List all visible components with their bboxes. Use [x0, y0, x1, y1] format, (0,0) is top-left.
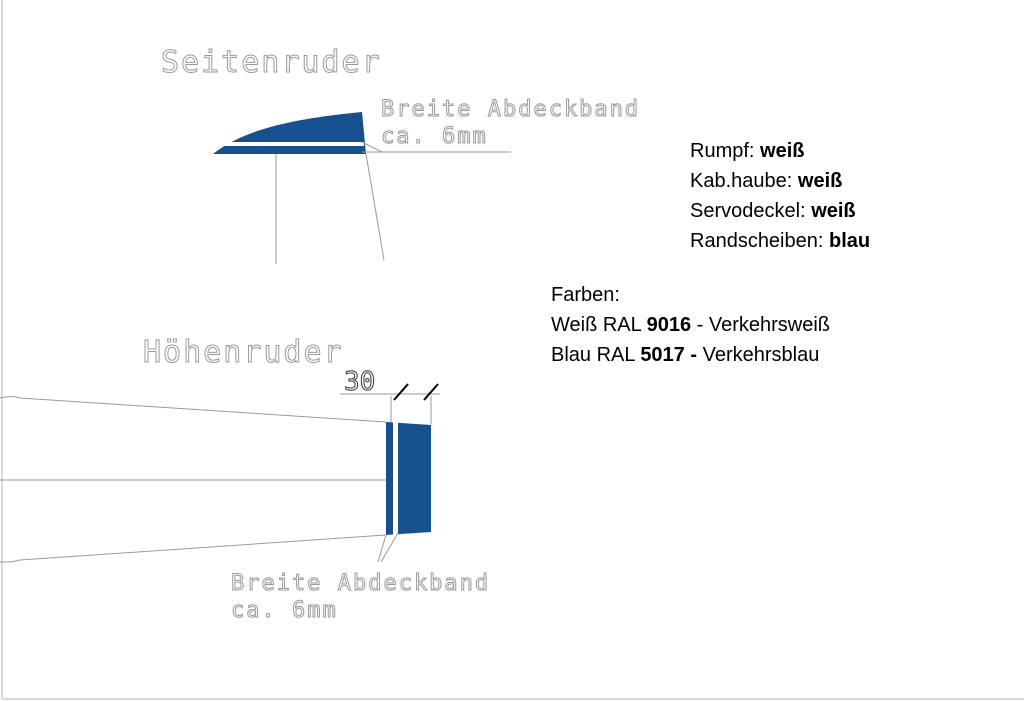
elevator-title: Höhenruder: [143, 335, 344, 370]
part-canopy: Kab.haube: weiß: [690, 166, 870, 196]
part-value: blau: [829, 230, 871, 252]
elevator-dimension-value: 30: [344, 367, 375, 397]
elevator-leader-line-b: [380, 532, 399, 563]
elevator-note-line1: Breite Abdeckband: [231, 571, 490, 596]
part-value: weiß: [811, 200, 856, 222]
elevator-leading-edge: [0, 396, 387, 423]
part-label: Randscheiben:: [690, 230, 824, 252]
elevator-note-line2: ca. 6mm: [231, 598, 338, 623]
color-blue-ral: Blau RAL 5017 - Verkehrsblau: [551, 340, 830, 370]
part-endplates: Randscheiben: blau: [690, 226, 870, 256]
rudder-leader-line: [361, 141, 383, 153]
color-white-code: 9016: [646, 314, 692, 336]
part-label: Rumpf:: [690, 140, 755, 162]
part-label: Kab.haube:: [690, 170, 793, 192]
elevator-trailing-edge: [0, 534, 387, 563]
parts-color-list: Rumpf: weiß Kab.haube: weiß Servodeckel:…: [690, 136, 870, 256]
rudder-note-line2: ca. 6mm: [381, 124, 488, 149]
color-blue-code: 5017: [640, 344, 685, 366]
part-servo-cover: Servodeckel: weiß: [690, 196, 870, 226]
rudder-trailing-edge: [365, 153, 385, 261]
rudder-note-line1: Breite Abdeckband: [381, 97, 640, 122]
colors-heading: Farben:: [551, 284, 620, 306]
dimension-tick-left: [393, 383, 409, 401]
elevator-tape-gap: [393, 418, 398, 540]
color-blue-prefix: Blau RAL: [551, 344, 641, 366]
part-value: weiß: [760, 140, 805, 162]
rudder-title: Seitenruder: [161, 45, 382, 80]
part-fuselage: Rumpf: weiß: [690, 136, 870, 166]
part-value: weiß: [797, 170, 843, 192]
color-white-name: - Verkehrsweiß: [691, 314, 831, 336]
color-blue-name: Verkehrsblau: [697, 344, 820, 366]
color-blue-dash: -: [684, 344, 698, 366]
color-definitions: Farben: Weiß RAL 9016 - Verkehrsweiß Bla…: [551, 280, 830, 370]
dimension-tick-right: [423, 383, 439, 401]
elevator-blue-tip: [386, 422, 431, 535]
part-label: Servodeckel:: [690, 200, 806, 222]
rudder-blue-tip: [213, 112, 366, 154]
color-white-prefix: Weiß RAL: [551, 314, 647, 336]
color-white-ral: Weiß RAL 9016 - Verkehrsweiß: [551, 310, 830, 340]
elevator-leader-line-a: [377, 534, 387, 563]
